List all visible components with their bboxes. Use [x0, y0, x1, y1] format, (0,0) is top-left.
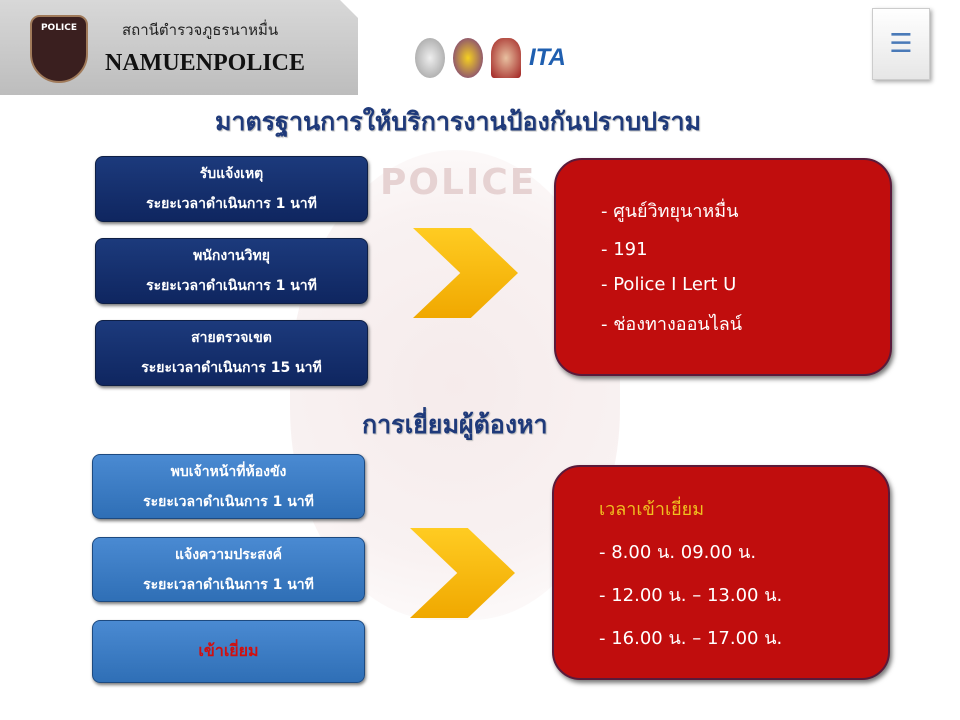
- document-icon-button[interactable]: ☰: [872, 8, 930, 80]
- channel-item: - ศูนย์วิทยุนาหมื่น: [601, 201, 739, 222]
- section2-title: การเยี่ยมผู้ต้องหา: [362, 410, 548, 439]
- visit-time-item: - 16.00 น. – 17.00 น.: [599, 627, 783, 649]
- report-incident-button[interactable]: รับแจ้งเหตุระยะเวลาดำเนินการ 1 นาที: [95, 156, 368, 222]
- visit-time-item: - 12.00 น. – 13.00 น.: [599, 584, 783, 606]
- station-english-name: NAMUENPOLICE: [105, 50, 306, 76]
- button-label: สายตรวจเขต: [191, 330, 272, 346]
- police-crest-logo: [453, 38, 483, 78]
- temple-logo: [491, 38, 521, 78]
- agency-logos: ITA: [415, 38, 566, 78]
- station-thai-name: สถานีตำรวจภูธรนาหมื่น: [122, 21, 279, 39]
- header-banner: POLICE สถานีตำรวจภูธรนาหมื่น NAMUENPOLIC…: [0, 0, 358, 95]
- button-label: แจ้งความประสงค์: [174, 546, 283, 563]
- radio-operator-button[interactable]: พนักงานวิทยุระยะเวลาดำเนินการ 1 นาที: [95, 238, 368, 304]
- button-time: ระยะเวลาดำเนินการ 1 นาที: [146, 196, 317, 212]
- visit-times-panel: เวลาเข้าเยี่ยม - 8.00 น. 09.00 น. - 12.0…: [552, 465, 890, 680]
- button-time: ระยะเวลาดำเนินการ 1 นาที: [143, 493, 314, 510]
- visit-heading: เวลาเข้าเยี่ยม: [599, 498, 705, 520]
- state-intent-button[interactable]: แจ้งความประสงค์ระยะเวลาดำเนินการ 1 นาที: [92, 537, 365, 602]
- channels-panel: - ศูนย์วิทยุนาหมื่น - 191 - Police I Ler…: [554, 158, 892, 376]
- watermark-text: POLICE: [380, 162, 537, 203]
- button-label: พนักงานวิทยุ: [193, 248, 270, 264]
- button-label: รับแจ้งเหตุ: [199, 166, 264, 182]
- button-label: เข้าเยี่ยม: [198, 641, 259, 660]
- police-badge-logo: POLICE: [30, 15, 88, 83]
- itax-logo: ITA: [529, 44, 566, 71]
- document-icon: ☰: [889, 29, 913, 59]
- channel-item: - 191: [601, 239, 648, 260]
- button-label: พบเจ้าหน้าที่ห้องขัง: [170, 463, 287, 480]
- meet-jail-officer-button[interactable]: พบเจ้าหน้าที่ห้องขังระยะเวลาดำเนินการ 1 …: [92, 454, 365, 519]
- visit-button[interactable]: เข้าเยี่ยม: [92, 620, 365, 683]
- section1-title: มาตรฐานการให้บริการงานป้องกันปราบปราม: [215, 107, 701, 136]
- channel-item: - ช่องทางออนไลน์: [601, 314, 743, 335]
- button-time: ระยะเวลาดำเนินการ 1 นาที: [146, 278, 317, 294]
- button-time: ระยะเวลาดำเนินการ 15 นาที: [141, 360, 322, 376]
- button-time: ระยะเวลาดำเนินการ 1 นาที: [143, 576, 314, 593]
- patrol-button[interactable]: สายตรวจเขตระยะเวลาดำเนินการ 15 นาที: [95, 320, 368, 386]
- visit-time-item: - 8.00 น. 09.00 น.: [599, 541, 757, 563]
- emblem-logo: [415, 38, 445, 78]
- channel-item: - Police I Lert U: [601, 274, 737, 295]
